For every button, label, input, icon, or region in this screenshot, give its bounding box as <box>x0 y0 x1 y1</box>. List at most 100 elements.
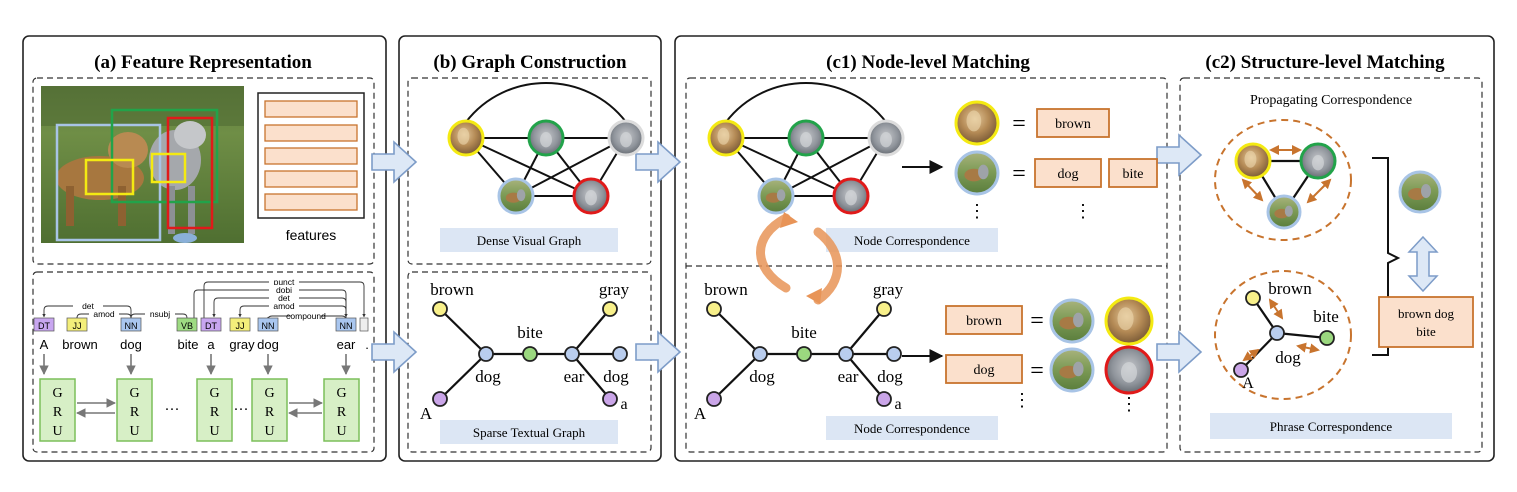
c2-word-brown: brown <box>1268 279 1312 298</box>
phrase-box-line-1: brown dog <box>1398 306 1454 321</box>
c1-text-word-ear: ear <box>838 367 859 386</box>
gru-cell-0 <box>39 378 76 442</box>
phrase-box-line-2: bite <box>1416 324 1436 339</box>
gru-ellipsis-2: ··· <box>234 402 249 418</box>
pos-box-punct <box>359 317 369 332</box>
token-5: gray <box>229 337 255 352</box>
c1-visual-node-yellow <box>707 119 745 157</box>
gru-letter-0-0: G <box>52 386 62 401</box>
dep-label-bg-4 <box>269 285 299 294</box>
token-7: ear <box>337 337 356 352</box>
dep-label-bg-1 <box>89 309 119 318</box>
gru-cell-3 <box>251 378 288 442</box>
gru-letter-3-0: G <box>264 386 274 401</box>
dep-label-bg-7 <box>291 311 321 320</box>
c1-img-scene-2 <box>1049 347 1095 393</box>
gru-cell-4 <box>323 378 360 442</box>
dep-label-1: amod <box>93 309 115 319</box>
b-visual-arc-edge <box>465 82 627 123</box>
dep-arc-2 <box>129 313 188 321</box>
dense-visual-graph <box>447 82 645 215</box>
c2-node-blue <box>1266 194 1302 230</box>
c1-ellipsis-1: ⋮ <box>968 201 986 221</box>
c2-word-dog: dog <box>1275 348 1301 367</box>
visual-graph-box <box>407 77 652 265</box>
c1-equals-1: = <box>1012 111 1026 137</box>
pos-box-3 <box>176 317 198 332</box>
node-matching-box <box>685 77 1168 453</box>
c1-ellipsis-3: ⋮ <box>1013 390 1031 410</box>
c1-text-word-gray: gray <box>873 280 904 299</box>
flow-arrows <box>371 133 1203 374</box>
pos-tag-0: DT <box>38 321 50 331</box>
panel-c2-title: (c2) Structure-level Matching <box>1205 52 1445 73</box>
c1-equals-2: = <box>1012 161 1026 187</box>
c2-word-bite: bite <box>1313 307 1339 326</box>
b-text-edge <box>571 353 611 400</box>
c1-text-node-A <box>706 391 722 407</box>
gru-letter-4-0: G <box>336 386 346 401</box>
gru-cell-2 <box>196 378 233 442</box>
gru-letter-4-2: U <box>336 424 346 439</box>
c2-text-node-A <box>1233 362 1249 378</box>
c2-text-prop-arrow <box>1296 342 1320 354</box>
dep-label-bg-3 <box>269 277 299 286</box>
feature-stack <box>257 92 365 219</box>
c1-equals-3: = <box>1030 308 1044 334</box>
phrase-correspondence-box <box>1210 413 1452 439</box>
token-2: dog <box>120 337 142 352</box>
visual-phrase-ellipse <box>1214 119 1352 241</box>
c1-word-bite: bite <box>1123 167 1144 182</box>
pos-box-2 <box>120 317 142 332</box>
c1-visual-node-red <box>832 177 870 215</box>
gru-letter-1-1: R <box>130 405 140 420</box>
c1-text-word-A: A <box>694 404 707 423</box>
c2-text-node-brown <box>1245 290 1261 306</box>
pos-box-5 <box>229 317 251 332</box>
c1-word-dog-box <box>1034 158 1102 188</box>
b-text-node-a <box>602 391 618 407</box>
block-arrow-3 <box>635 140 682 184</box>
node-correspondence-label-bottom: Node Correspondence <box>854 421 970 436</box>
gru-letter-2-0: G <box>209 386 219 401</box>
gru-letter-1-0: G <box>129 386 139 401</box>
b-text-node-dog2 <box>612 346 628 362</box>
panel-c1-title: (c1) Node-level Matching <box>826 52 1030 73</box>
c1-word-dog-2-box <box>945 354 1023 384</box>
c2-text-node-dog <box>1269 325 1285 341</box>
c2-word-A: A <box>1242 375 1254 392</box>
b-text-word-a: a <box>620 396 627 413</box>
token-0: A <box>40 337 49 352</box>
c1-img-fur <box>1104 296 1154 346</box>
dense-visual-graph-label: Dense Visual Graph <box>477 233 582 248</box>
c1-text-edge <box>713 308 761 355</box>
dep-label-3: punct <box>274 277 295 287</box>
node-correspondence-label-top: Node Correspondence <box>854 233 970 248</box>
b-text-node-bite <box>522 346 538 362</box>
c1-visual-node-blue <box>757 177 795 215</box>
sparse-textual-graph-label-box <box>440 420 618 444</box>
c1-img-brown <box>954 100 1000 146</box>
block-arrow-6 <box>1156 330 1203 374</box>
b-text-edge <box>439 353 487 400</box>
pos-box-6 <box>257 317 279 332</box>
b-visual-node-red <box>572 177 610 215</box>
c1-visual-node-green <box>787 119 825 157</box>
gru-letter-4-1: R <box>337 405 347 420</box>
node-correspondence-box-bottom <box>826 416 998 440</box>
gru-ellipsis-1: ··· <box>165 402 180 418</box>
c1-text-edge <box>845 353 885 400</box>
b-text-node-A <box>432 391 448 407</box>
pos-tag-3: VB <box>181 321 193 331</box>
panel-b-title: (b) Graph Construction <box>433 52 627 73</box>
c2-prop-arrow <box>1241 178 1264 202</box>
c1-text-node-dog <box>752 346 768 362</box>
block-arrow-4 <box>635 330 682 374</box>
c1-word-brown-2: brown <box>966 314 1002 329</box>
c1-text-word-dog: dog <box>749 367 775 386</box>
c2-text-node-bite <box>1319 330 1335 346</box>
